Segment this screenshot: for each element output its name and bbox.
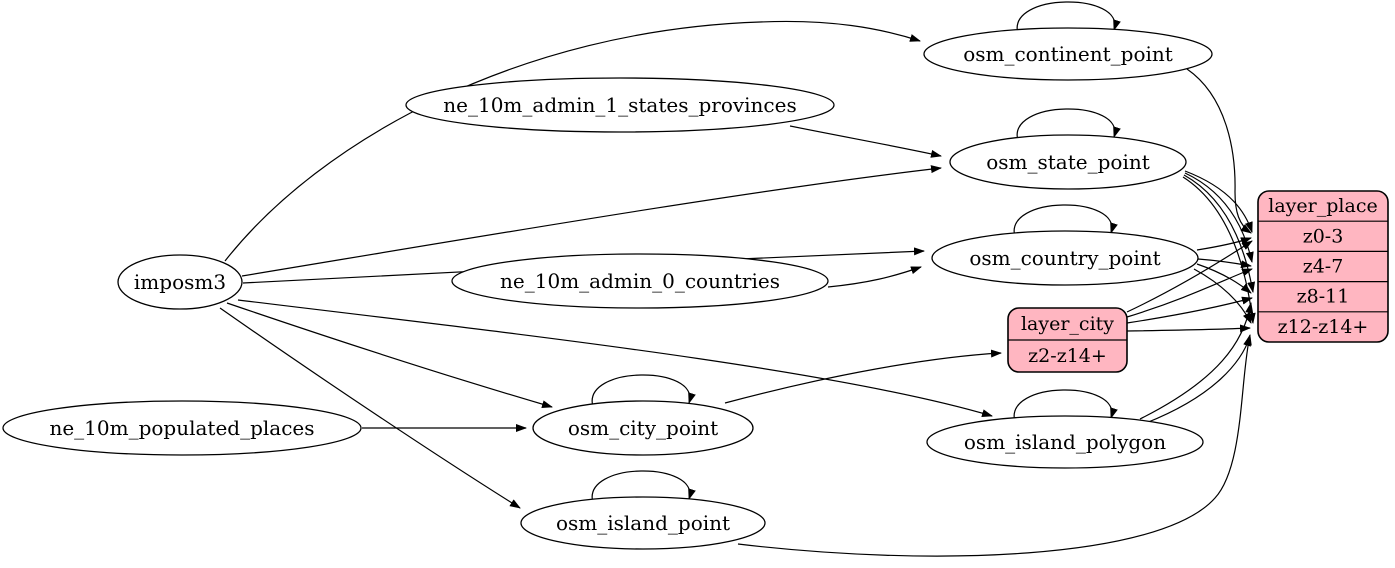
record-layer_place-row-3-label: z8-11 (1297, 286, 1350, 308)
edge-imposm3-to-osm_continent_point (224, 20, 921, 262)
record-layer_place-row-0-label: layer_place (1268, 195, 1377, 217)
node-osm_city_point-label: osm_city_point (568, 416, 718, 440)
edge-osm_island_polygon-self-loop (1013, 389, 1118, 423)
node-osm_island_point-label: osm_island_point (556, 511, 730, 535)
record-layer_place-row-4-label: z12-z14+ (1278, 316, 1369, 338)
record-layer_city-row-0-label: layer_city (1021, 313, 1114, 335)
node-imposm3: imposm3 (117, 254, 243, 310)
edge-layer_city-to-layer_place:z0-3 (1126, 240, 1253, 313)
node-imposm3-label: imposm3 (134, 270, 226, 294)
edge-osm_state_point-self-loop (1016, 108, 1121, 142)
edge-osm_country_point-to-layer_place:z4-7 (1197, 258, 1252, 269)
edge-imposm3-to-osm_city_point (226, 302, 553, 409)
node-imposm3-shape (117, 254, 243, 310)
edge-osm_country_point-self-loop (1013, 204, 1118, 238)
edge-osm_state_point-to-layer_place:z8-11 (1183, 174, 1256, 293)
edge-osm_country_point-to-layer_place:z8-11 (1196, 263, 1252, 294)
edge-osm_continent_point-self-loop (1016, 1, 1121, 35)
node-ne_10m_populated_places-shape (2, 400, 362, 456)
node-ne_10m_populated_places-label: ne_10m_populated_places (49, 416, 314, 440)
edge-imposm3-to-osm_state_point (241, 165, 942, 277)
node-osm_city_point: osm_city_point (532, 400, 754, 456)
node-osm_island_polygon-label: osm_island_polygon (964, 430, 1166, 454)
edge-osm_city_point-self-loop (591, 374, 696, 408)
edge-layer_city-to-layer_place:z12-z14+ (1126, 324, 1251, 333)
node-osm_country_point-shape (931, 230, 1199, 286)
edge-osm_island_point-self-loop (591, 470, 696, 504)
node-osm_country_point-label: osm_country_point (969, 246, 1160, 270)
node-osm_city_point-shape (532, 400, 754, 456)
node-osm_country_point: osm_country_point (931, 230, 1199, 286)
record-layer_place-row-2-label: z4-7 (1303, 256, 1344, 278)
node-osm_island_polygon-shape (926, 415, 1204, 469)
record-layer_city: layer_city z2-z14+ (1007, 307, 1128, 373)
edge-ne_10m_admin_1_states_provinces-to-osm_state_point (789, 125, 942, 158)
edge-imposm3-to-osm_island_point (219, 307, 521, 509)
record-layer_city-row-1-label: z2-z14+ (1028, 345, 1107, 367)
node-ne_10m_admin_0_countries-label: ne_10m_admin_0_countries (500, 269, 780, 293)
record-layer_place-row-1-label: z0-3 (1303, 225, 1344, 247)
edge-osm_island_point-to-layer_place:z12-z14+ (737, 334, 1252, 557)
node-ne_10m_admin_1_states_provinces-shape (405, 77, 835, 133)
edge-osm_city_point-to-layer_city:z2-z14+ (724, 349, 1002, 404)
node-osm_state_point-label: osm_state_point (986, 150, 1150, 174)
record-layer_place: layer_place z0-3 z4-7 z8-11 z12-z14+ (1257, 190, 1389, 343)
record-layer_place-shape (1257, 190, 1389, 343)
node-osm_state_point-shape (949, 134, 1187, 190)
node-ne_10m_admin_0_countries: ne_10m_admin_0_countries (451, 253, 829, 309)
node-osm_continent_point: osm_continent_point (923, 27, 1213, 81)
node-osm_continent_point-shape (923, 27, 1213, 81)
edge-ne_10m_admin_0_countries-to-osm_country_point (827, 266, 922, 288)
node-ne_10m_admin_0_countries-shape (451, 253, 829, 309)
edge-imposm3-to-osm_island_polygon (237, 299, 993, 417)
edge-osm_island_polygon-to-layer_place:z12-z14+ (1145, 335, 1251, 424)
edge-layer_city-to-layer_place:z8-11 (1126, 296, 1253, 324)
node-osm_state_point: osm_state_point (949, 134, 1187, 190)
node-osm_continent_point-label: osm_continent_point (963, 42, 1173, 66)
node-ne_10m_admin_1_states_provinces: ne_10m_admin_1_states_provinces (405, 77, 835, 133)
edge-osm_continent_point-to-layer_place:z0-3 (1186, 68, 1252, 234)
edge-osm_island_polygon-to-layer_place:z8-11 (1139, 302, 1254, 420)
edge-layer_city-to-layer_place:z4-7 (1126, 268, 1253, 318)
node-ne_10m_admin_1_states_provinces-label: ne_10m_admin_1_states_provinces (443, 93, 796, 117)
edge-osm_country_point-to-layer_place:z0-3 (1196, 237, 1252, 251)
edge-osm_country_point-to-layer_place:z12-z14+ (1193, 268, 1252, 324)
node-osm_island_polygon: osm_island_polygon (926, 415, 1204, 469)
edge-osm_state_point-to-layer_place:z4-7 (1184, 172, 1254, 263)
node-ne_10m_populated_places: ne_10m_populated_places (2, 400, 362, 456)
node-osm_island_point: osm_island_point (520, 496, 766, 550)
node-osm_island_point-shape (520, 496, 766, 550)
